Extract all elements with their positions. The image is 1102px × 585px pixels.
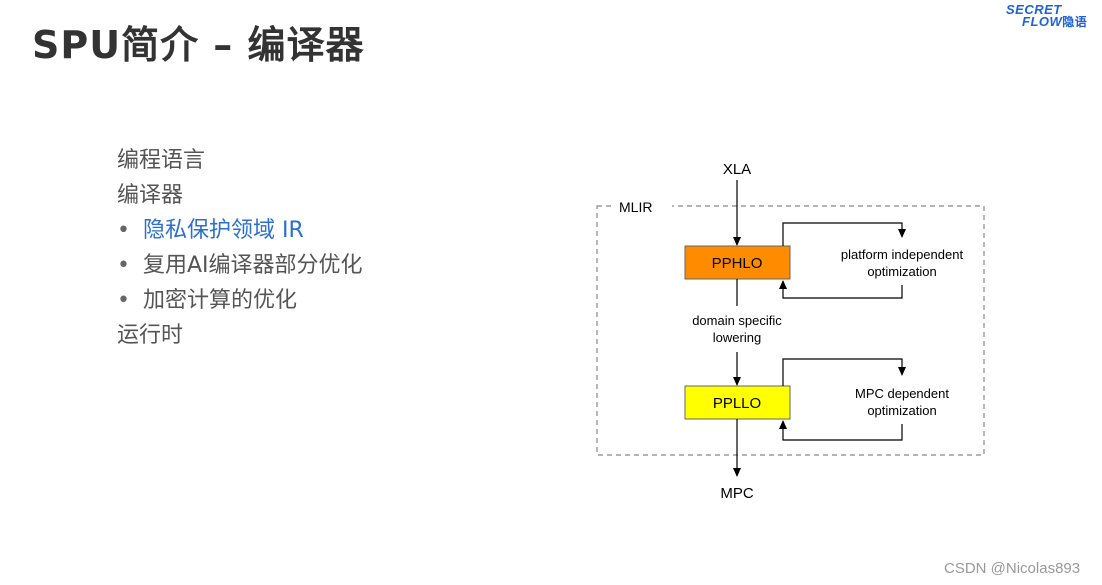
outline-subitem: • 复用AI编译器部分优化 — [117, 248, 363, 283]
pphlo-loop-out — [782, 222, 906, 246]
outline-item-text: 编程语言 — [117, 148, 206, 173]
outline-item-text: 加密计算的优化 — [143, 288, 298, 313]
bullet-icon: • — [117, 218, 130, 243]
outline-item-text: 运行时 — [117, 323, 184, 348]
outline-subitem-highlight: • 隐私保护领域 IR — [117, 213, 363, 248]
outline-item: 运行时 — [117, 318, 363, 353]
logo-line2-cn: 隐语 — [1062, 15, 1088, 29]
outline-item: 编程语言 — [117, 143, 363, 178]
platform-opt-line2: optimization — [867, 264, 936, 279]
csdn-watermark: CSDN @Nicolas893 — [944, 560, 1081, 577]
logo-line2: FLOW隐语 — [1006, 14, 1098, 29]
lowering-line2: lowering — [713, 330, 761, 345]
lowering-line1: domain specific — [692, 313, 782, 328]
mlir-container — [596, 205, 985, 456]
bullet-icon: • — [117, 253, 130, 278]
secretflow-logo: SECRET FLOW隐语 — [1006, 2, 1098, 34]
bullet-icon: • — [117, 288, 130, 313]
outline-item-text: 复用AI编译器部分优化 — [143, 253, 363, 278]
ppllo-loop-out — [782, 358, 906, 386]
mpc-opt-line1: MPC dependent — [855, 386, 949, 401]
pphlo-loop-back — [779, 280, 903, 299]
outline-item: 编译器 — [117, 178, 363, 213]
ppllo-loop-back — [779, 420, 903, 441]
outline-list: 编程语言 编译器 • 隐私保护领域 IR • 复用AI编译器部分优化 • 加密计算的优… — [117, 143, 363, 353]
xla-label: XLA — [723, 161, 751, 178]
outline-subitem: • 加密计算的优化 — [117, 283, 363, 318]
mpc-opt-line2: optimization — [867, 403, 936, 418]
pphlo-label: PPHLO — [712, 255, 763, 272]
platform-opt-line1: platform independent — [841, 247, 964, 262]
mlir-label-bg — [612, 197, 672, 215]
mlir-label: MLIR — [619, 199, 652, 215]
ppllo-label: PPLLO — [713, 395, 761, 412]
mpc-label: MPC — [720, 485, 754, 502]
logo-line2-en: FLOW — [1022, 14, 1063, 29]
outline-item-text: 隐私保护领域 IR — [143, 218, 304, 243]
logo-line1: SECRET — [1006, 2, 1062, 17]
outline-item-text: 编译器 — [117, 183, 184, 208]
slide-title: SPU简介 – 编译器 — [32, 23, 365, 67]
